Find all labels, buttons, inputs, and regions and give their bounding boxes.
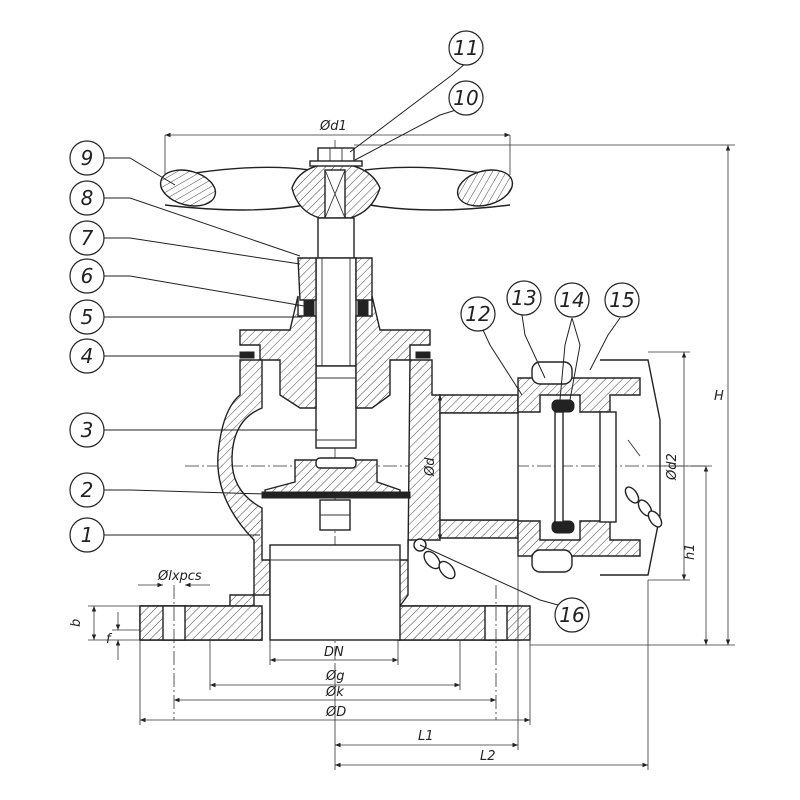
- svg-text:5: 5: [81, 305, 94, 329]
- dim-g: Øg: [325, 669, 344, 684]
- part-bubble-14: 14: [554, 282, 590, 318]
- svg-text:1: 1: [81, 523, 94, 547]
- dim-H: H: [714, 389, 724, 404]
- bonnet: [239, 257, 431, 409]
- outlet-coupling: [413, 359, 663, 580]
- part-bubble-11: 11: [448, 30, 484, 66]
- dim-d: Ød: [423, 457, 438, 477]
- handwheel: [159, 147, 514, 219]
- svg-text:9: 9: [81, 146, 94, 170]
- valve-disc: [261, 457, 411, 531]
- dim-k: Øk: [325, 685, 344, 700]
- dim-f: f: [106, 632, 113, 647]
- part-bubbles: 9 8 7 6 5 4 3 2 1 11 10 12 13 14 15 16: [69, 30, 640, 633]
- dim-d2: Ød2: [665, 453, 680, 481]
- svg-text:15: 15: [609, 288, 634, 312]
- part-bubble-4: 4: [69, 338, 105, 374]
- svg-text:7: 7: [81, 226, 94, 250]
- leader-lines: [100, 62, 621, 606]
- part-bubble-16: 16: [554, 597, 590, 633]
- part-bubble-13: 13: [506, 280, 542, 316]
- part-bubble-1: 1: [69, 517, 105, 553]
- dim-L2: L2: [480, 749, 496, 764]
- dimension-lines: [88, 132, 735, 770]
- svg-text:8: 8: [81, 186, 94, 210]
- svg-text:2: 2: [81, 478, 94, 502]
- part-bubble-10: 10: [448, 80, 484, 116]
- part-bubble-15: 15: [604, 282, 640, 318]
- part-bubble-8: 8: [69, 180, 105, 216]
- dim-D: ØD: [325, 705, 346, 720]
- svg-text:16: 16: [559, 603, 584, 627]
- svg-text:11: 11: [453, 36, 478, 60]
- dim-L1: L1: [418, 729, 434, 744]
- dim-h1: h1: [683, 543, 698, 560]
- part-bubble-12: 12: [460, 296, 496, 332]
- part-bubble-9: 9: [69, 140, 105, 176]
- svg-text:3: 3: [81, 418, 94, 442]
- svg-text:6: 6: [81, 264, 94, 288]
- part-bubble-7: 7: [69, 220, 105, 256]
- dim-DN: DN: [324, 645, 344, 660]
- part-bubble-3: 3: [69, 412, 105, 448]
- dim-d1: Ød1: [319, 119, 347, 134]
- stem: [315, 217, 357, 449]
- dim-lxpcs: Ølxpcs: [157, 569, 202, 584]
- svg-text:12: 12: [465, 302, 490, 326]
- part-bubble-6: 6: [69, 258, 105, 294]
- svg-text:10: 10: [453, 86, 478, 110]
- dimension-labels: Ød1 H h1 Ød2 Ød b f Ølxpcs DN Øg Øk ØD L…: [69, 119, 724, 764]
- dim-b: b: [69, 619, 84, 627]
- svg-text:14: 14: [559, 288, 584, 312]
- svg-text:4: 4: [81, 344, 94, 368]
- svg-text:13: 13: [511, 286, 536, 310]
- part-bubble-2: 2: [69, 472, 105, 508]
- part-bubble-5: 5: [69, 299, 105, 335]
